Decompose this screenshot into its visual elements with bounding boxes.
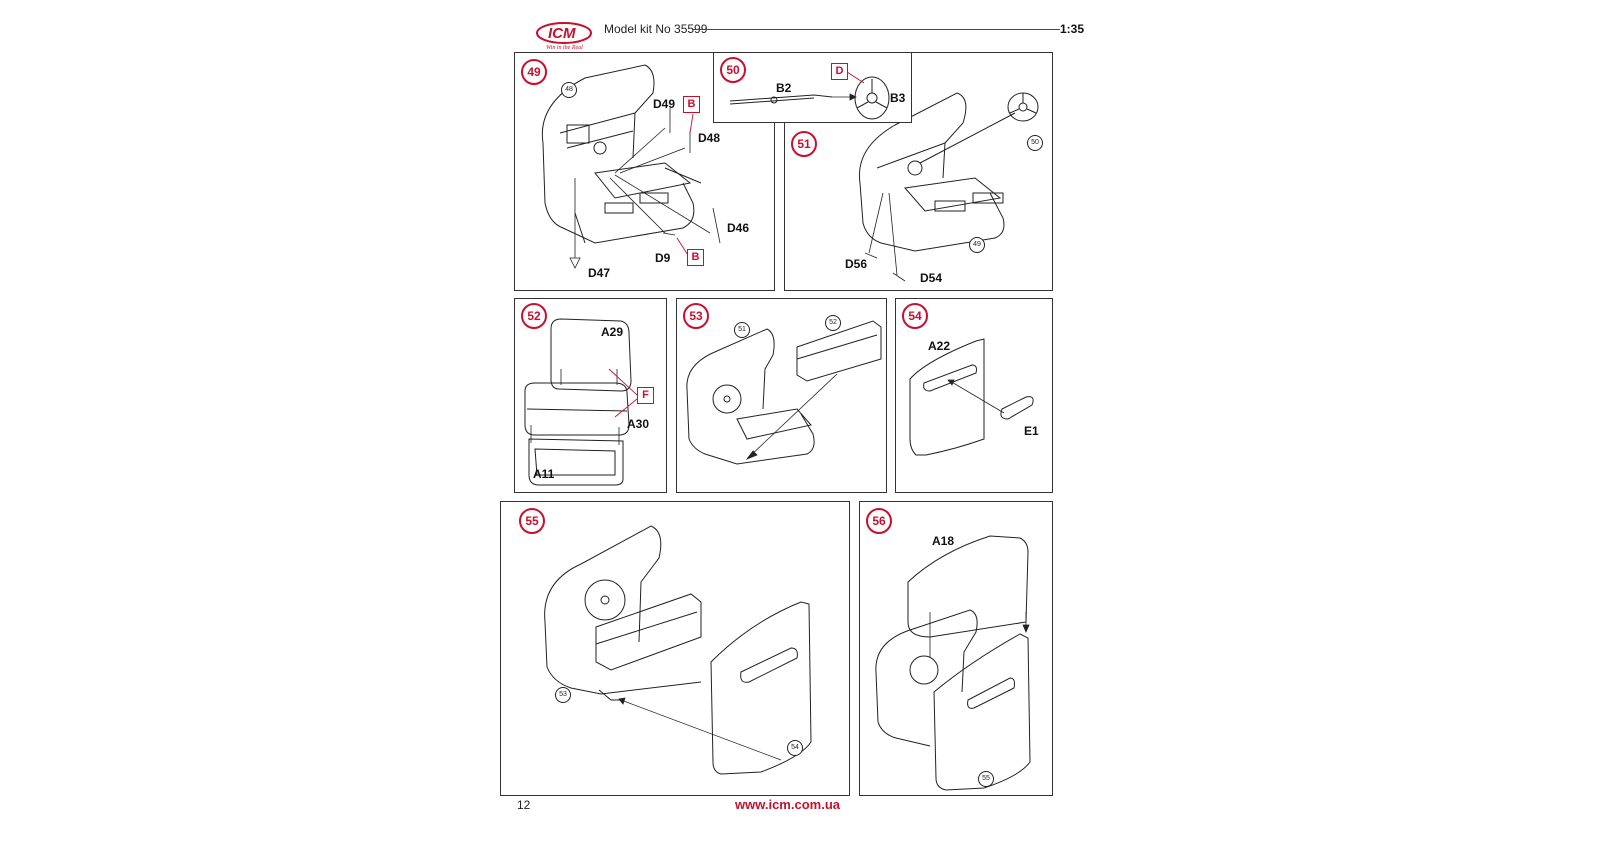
part-label-d47: D47 bbox=[588, 266, 611, 280]
step-49-badge: 49 bbox=[521, 59, 547, 85]
ref-step-51: 51 bbox=[734, 322, 750, 338]
step-53-badge: 53 bbox=[683, 303, 709, 329]
brand-slogan: Win in the Real bbox=[546, 45, 583, 51]
ref-step-48: 48 bbox=[561, 82, 577, 98]
step-51-badge: 51 bbox=[791, 131, 817, 157]
part-label-d48: D48 bbox=[698, 131, 721, 145]
part-label-d9: D9 bbox=[655, 251, 671, 265]
cab-seat-install-drawing bbox=[686, 320, 882, 465]
cab-steering-drawing bbox=[858, 92, 1039, 282]
part-label-d56: D56 bbox=[845, 257, 868, 271]
model-kit-number: Model kit No 35599 bbox=[604, 22, 708, 36]
steering-column-drawing bbox=[729, 71, 890, 120]
ref-step-55: 55 bbox=[978, 771, 994, 787]
website-link[interactable]: www.icm.com.ua bbox=[735, 797, 840, 812]
part-label-b2: B2 bbox=[776, 81, 792, 95]
rear-panel-window-drawing bbox=[909, 338, 1034, 456]
part-label-a29: A29 bbox=[601, 325, 624, 339]
step-56-badge: 56 bbox=[866, 508, 892, 534]
step-54-badge: 54 bbox=[902, 303, 928, 329]
step-54-panel: 54 A22 E1 bbox=[895, 298, 1053, 493]
part-label-d54: D54 bbox=[920, 271, 943, 285]
scale-label: 1:35 bbox=[1059, 22, 1084, 36]
step-50-panel: 50 D B2 B3 bbox=[713, 52, 912, 123]
paint-tag-f: F bbox=[637, 387, 654, 404]
step-55-panel: 55 53 54 bbox=[500, 501, 850, 796]
icm-logo: ICM Win in the Real bbox=[536, 18, 596, 52]
paint-tag-b-bottom: B bbox=[687, 249, 704, 266]
part-label-a30: A30 bbox=[627, 417, 650, 431]
part-label-a18: A18 bbox=[932, 534, 955, 548]
step-53-panel: 53 51 52 bbox=[676, 298, 887, 493]
cab-dashboard-drawing bbox=[541, 64, 721, 269]
ref-step-52: 52 bbox=[825, 315, 841, 331]
paint-tag-d: D bbox=[831, 63, 848, 80]
part-label-e1: E1 bbox=[1024, 424, 1039, 438]
part-label-a22: A22 bbox=[928, 339, 951, 353]
step-50-badge: 50 bbox=[720, 57, 746, 83]
step-55-badge: 55 bbox=[519, 508, 545, 534]
header-rule bbox=[692, 29, 1060, 30]
part-label-d46: D46 bbox=[727, 221, 750, 235]
part-label-d49: D49 bbox=[653, 97, 676, 111]
bench-seat-drawing bbox=[524, 318, 638, 486]
paint-tag-b-top: B bbox=[683, 96, 700, 113]
ref-step-49: 49 bbox=[969, 237, 985, 253]
step-56-panel: 56 A18 55 bbox=[859, 501, 1053, 796]
brand-text: ICM bbox=[548, 25, 576, 42]
ref-step-50: 50 bbox=[1027, 135, 1043, 151]
step-52-panel: 52 A29 F A30 A11 bbox=[514, 298, 667, 493]
ref-step-53: 53 bbox=[555, 687, 571, 703]
instruction-page: ICM Win in the Real Model kit No 35599 1… bbox=[500, 0, 1100, 851]
part-label-b3: B3 bbox=[890, 91, 906, 105]
part-label-a11: A11 bbox=[533, 467, 555, 481]
page-number: 12 bbox=[517, 798, 531, 812]
ref-step-54: 54 bbox=[787, 740, 803, 756]
cab-roof-assembly-drawing bbox=[875, 535, 1031, 791]
step-52-badge: 52 bbox=[521, 303, 547, 329]
